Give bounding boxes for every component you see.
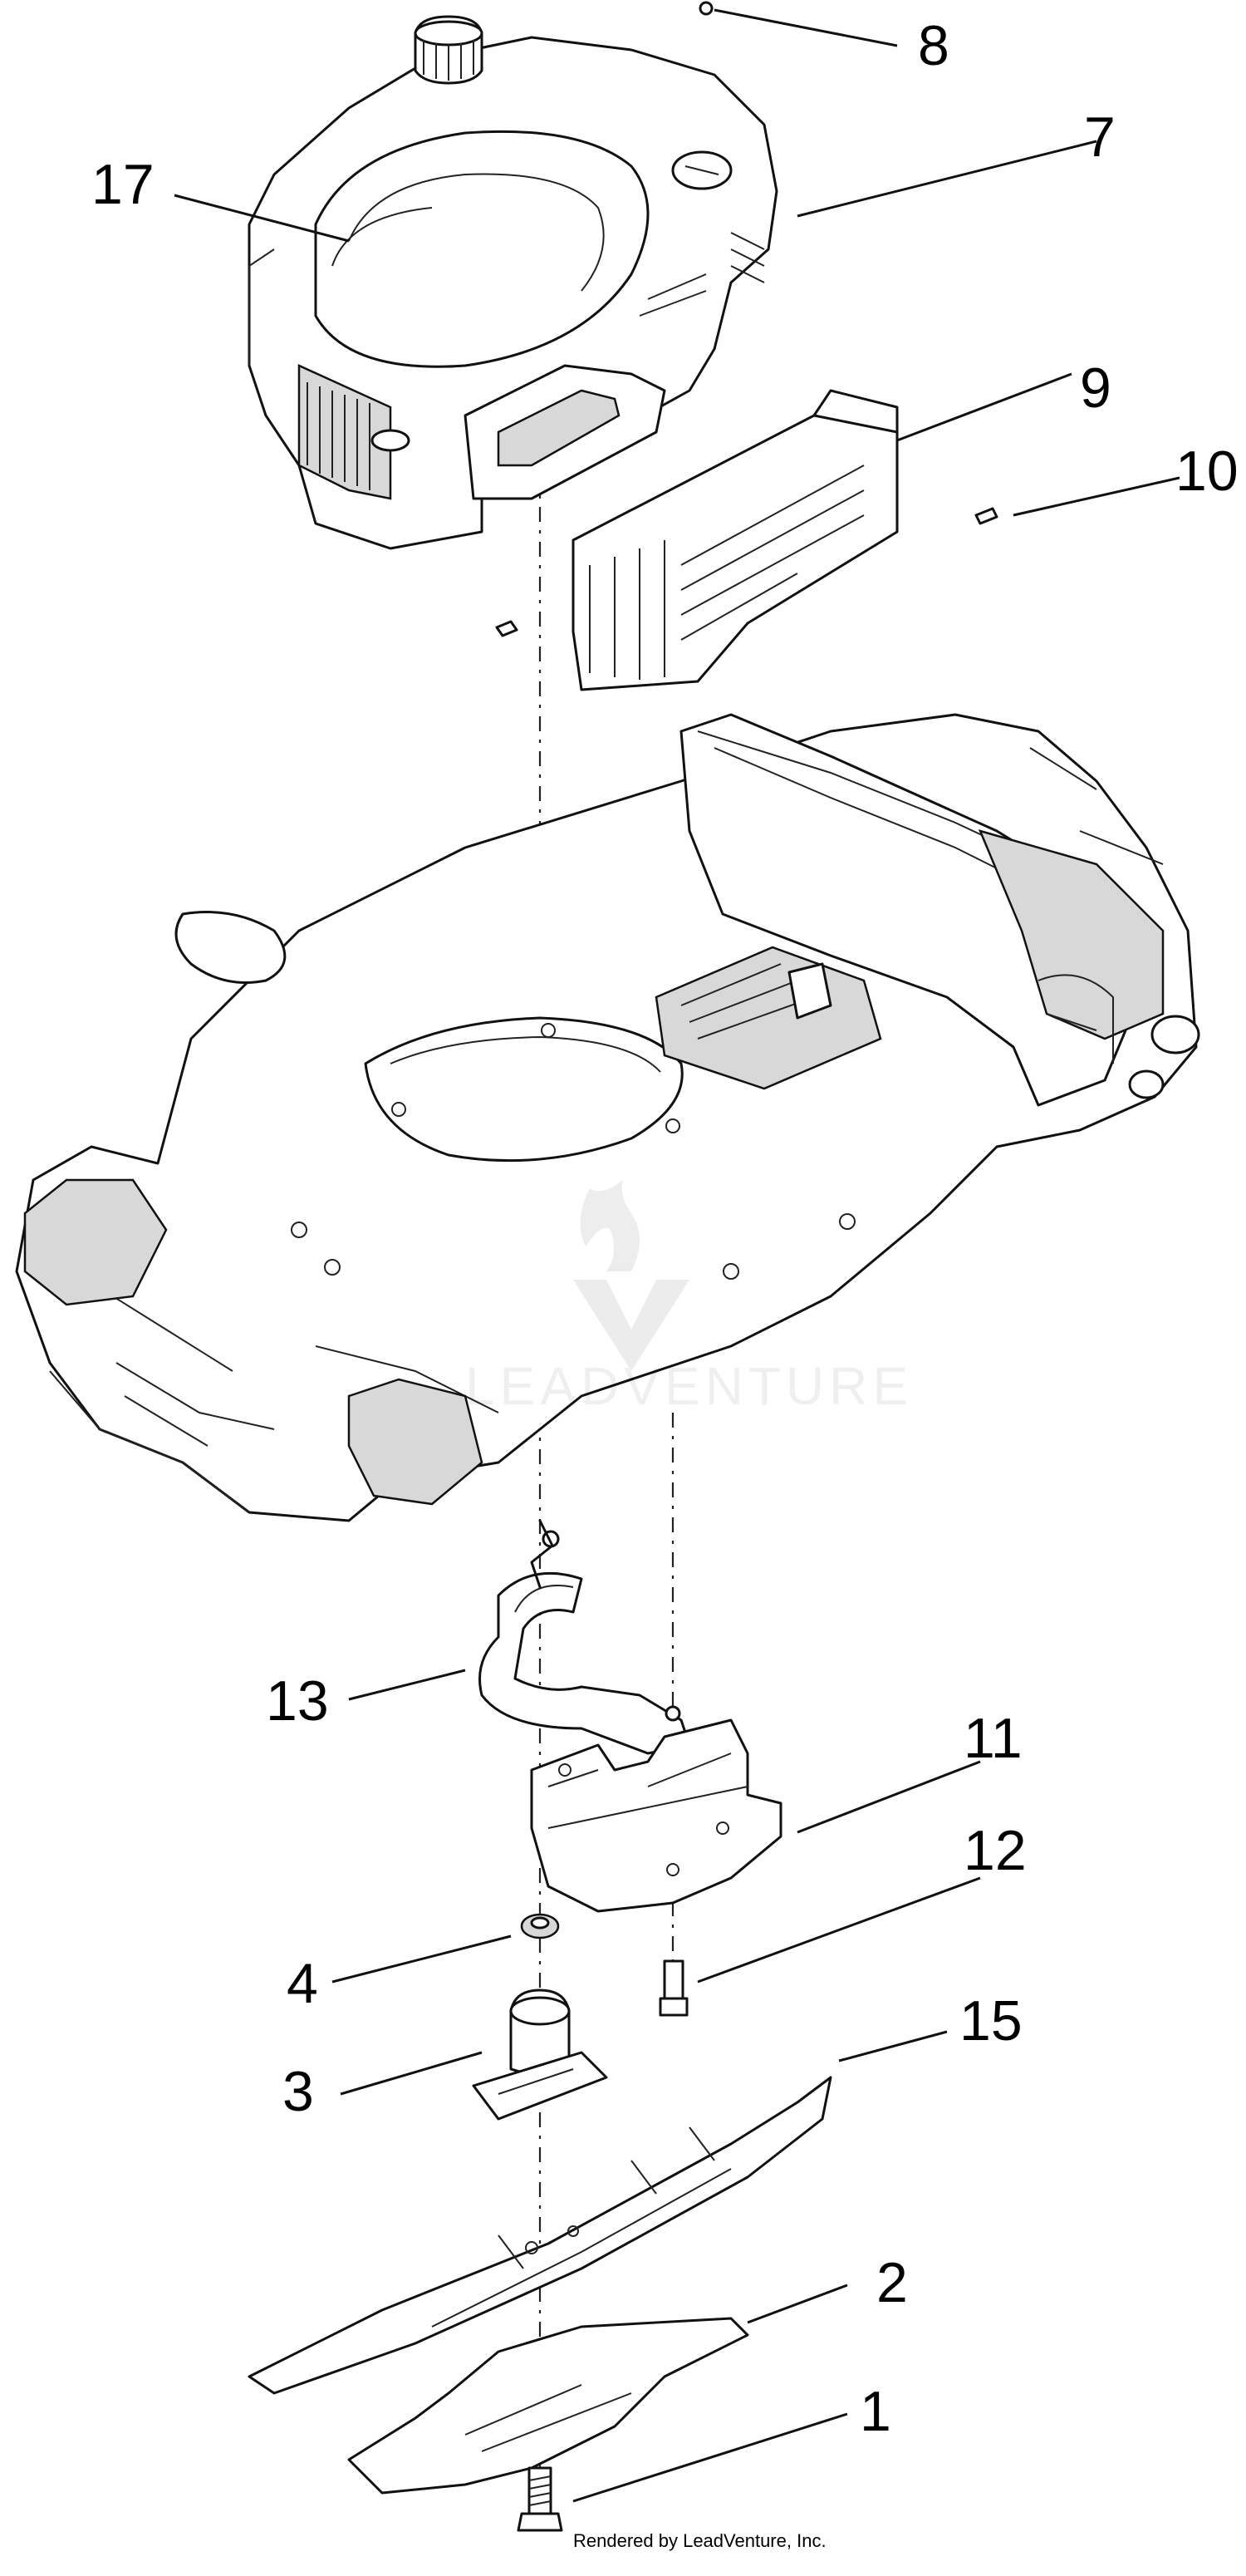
- shield-bracket-13: [478, 1519, 691, 1755]
- blade-adapter-3: [472, 1989, 608, 2121]
- callout-17: 17: [91, 153, 155, 216]
- callout-11: 11: [964, 1707, 1023, 1770]
- callout-3: 3: [282, 2060, 314, 2123]
- callout-1: 1: [860, 2380, 891, 2443]
- engine-assembly: [248, 15, 778, 550]
- mower-deck: [15, 713, 1200, 1522]
- mulch-plate-2: [347, 2317, 749, 2495]
- bolt-12: [659, 1959, 689, 2017]
- leader-lines: [174, 8, 1180, 2503]
- callout-10: 10: [1175, 440, 1239, 503]
- washer-4: [520, 1913, 560, 1939]
- blade-bolt-1: [517, 2466, 563, 2532]
- callout-2: 2: [876, 2251, 908, 2314]
- credit-text: Rendered by LeadVenture, Inc.: [573, 2530, 827, 2551]
- watermark-text: LEADVENTURE: [465, 1356, 913, 1416]
- callout-4: 4: [287, 1952, 318, 2015]
- baffle-screw: [495, 620, 518, 637]
- callout-9: 9: [1080, 356, 1111, 420]
- air-baffle: [571, 389, 899, 691]
- callout-13: 13: [266, 1669, 329, 1733]
- callout-8: 8: [918, 14, 949, 77]
- blade-15: [248, 2076, 832, 2395]
- callout-12: 12: [964, 1819, 1027, 1882]
- screw-8: [699, 1, 714, 16]
- screw-10: [974, 507, 998, 525]
- callout-15: 15: [959, 1989, 1023, 2052]
- leadventure-watermark: [573, 1180, 689, 1371]
- shield-plate-11: [530, 1718, 782, 1913]
- callout-7: 7: [1084, 106, 1116, 169]
